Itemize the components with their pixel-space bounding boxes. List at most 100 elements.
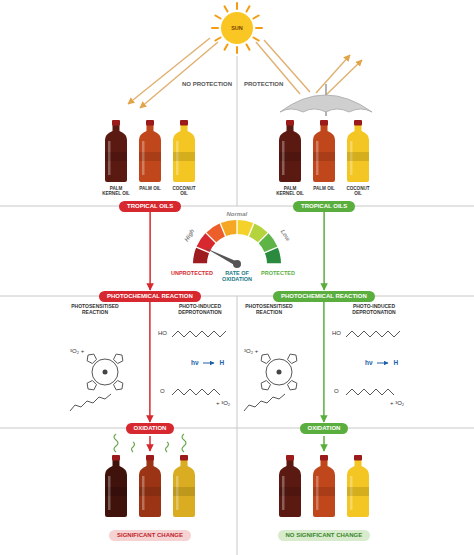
stage-pill: PHOTOCHEMICAL REACTION: [99, 291, 201, 302]
flow-arrow: [323, 212, 325, 290]
center-line: [237, 296, 238, 555]
porphyrin-core: [277, 370, 282, 375]
bottle-band: [313, 487, 335, 496]
gauge-label: Low: [279, 229, 291, 243]
odour-curl: [132, 442, 135, 452]
gauge-segment: [221, 220, 237, 236]
gauge: [193, 220, 281, 268]
oil-bottle: [347, 120, 369, 182]
gauge-state: UNPROTECTED: [171, 270, 213, 276]
sun-ray: [215, 16, 220, 19]
bottle-cap: [180, 120, 188, 126]
bottle-band: [173, 152, 195, 161]
odour-curls: [114, 434, 186, 452]
chem-symbol: hν: [191, 359, 199, 366]
bottle-body: [173, 460, 195, 517]
condition-label: PROTECTION: [244, 81, 283, 88]
phytol-tail: [70, 394, 111, 411]
node-text: SIGNIFICANT CHANGE: [117, 532, 183, 539]
sun-ray: [236, 3, 238, 9]
oil-bottle: [105, 455, 127, 517]
stage-pill: OXIDATION: [300, 423, 349, 434]
chem-symbol: ³O₂ +: [70, 348, 84, 355]
fatty-acid-chain: [172, 389, 220, 395]
oil-name: PALM OIL: [308, 186, 340, 191]
bottle-cap: [354, 455, 362, 461]
bottle-body: [279, 125, 301, 182]
porphyrin-ring: [92, 359, 118, 385]
bottle-band: [279, 152, 301, 161]
bottle-band: [313, 152, 335, 161]
sun-rays: [212, 3, 262, 53]
oil-bottle: [313, 120, 335, 182]
sun-ray: [225, 44, 228, 49]
node-text: TROPICAL OILS: [301, 203, 347, 210]
sun-circle: SUN: [221, 12, 253, 44]
odour-curl: [114, 434, 118, 452]
result-arrow: [323, 436, 325, 451]
bottle-body: [313, 125, 335, 182]
condition-label: NO PROTECTION: [182, 81, 232, 88]
pyrrole-ring: [113, 354, 122, 363]
bottle-cap: [146, 120, 154, 126]
sun-ray: [247, 6, 250, 11]
bottle-body: [347, 125, 369, 182]
sun-ray: [247, 44, 250, 49]
pyrrole-ring: [261, 380, 270, 389]
umbrella-canopy: [280, 95, 372, 112]
bottle-body: [173, 125, 195, 182]
bottle-band: [139, 487, 161, 496]
fatty-acid-chain: [172, 331, 226, 337]
bottle-body: [279, 460, 301, 517]
pyrrole-ring: [113, 380, 122, 389]
bottle-band: [105, 152, 127, 161]
pyrrole-ring: [87, 380, 96, 389]
bottle-band: [105, 487, 127, 496]
pyrrole-ring: [287, 354, 296, 363]
gauge-title: RATE OF OXIDATION: [219, 270, 255, 283]
result-arrows: [150, 436, 324, 451]
gauge-label: Normal: [227, 211, 248, 218]
chem-symbol: ³O₂ +: [244, 348, 258, 355]
center-line: [237, 56, 238, 206]
odour-curl: [182, 434, 186, 452]
stage-pill: PHOTOCHEMICAL REACTION: [273, 291, 375, 302]
chem-symbol: + ³O₂: [390, 400, 404, 407]
stage-pill: TROPICAL OILS: [293, 201, 355, 212]
sun-ray: [212, 27, 218, 29]
bottle-cap: [286, 120, 294, 126]
light-arrow: [203, 363, 214, 364]
light-arrow: [377, 363, 388, 364]
oil-name: PALM OIL: [134, 186, 166, 191]
reaction-type: PHOTO-INDUCED DEPROTONATION: [346, 304, 402, 316]
gauge-segment: [206, 224, 225, 243]
stage-pill: OXIDATION: [126, 423, 175, 434]
node-text: PHOTOCHEMICAL REACTION: [107, 293, 193, 300]
sun-ray: [215, 38, 220, 41]
bottle-cap: [180, 455, 188, 461]
umbrella: [280, 84, 372, 116]
oil-name: COCONUT OIL: [168, 186, 200, 197]
result-pill: SIGNIFICANT CHANGE: [109, 530, 191, 541]
oil-bottle: [313, 455, 335, 517]
chem-symbol: + ³O₂: [216, 400, 230, 407]
bottle-cap: [112, 120, 120, 126]
bottle-band: [347, 487, 369, 496]
bottle-band: [347, 152, 369, 161]
bottle-body: [347, 460, 369, 517]
sunlight-arrow: [140, 42, 218, 108]
chem-symbol: H: [394, 359, 399, 366]
bottle-cap: [146, 455, 154, 461]
gauge-state: PROTECTED: [261, 270, 295, 276]
gauge-segment: [265, 248, 281, 264]
chem-symbol: hν: [365, 359, 373, 366]
gauge-segment: [259, 233, 278, 252]
sun-ray: [253, 16, 258, 19]
porphyrin-ring: [266, 359, 292, 385]
sunlight-arrow: [128, 38, 210, 104]
oil-bottle: [279, 455, 301, 517]
bottle-body: [139, 125, 161, 182]
sun-ray: [256, 27, 262, 29]
chemistry: [70, 331, 400, 411]
